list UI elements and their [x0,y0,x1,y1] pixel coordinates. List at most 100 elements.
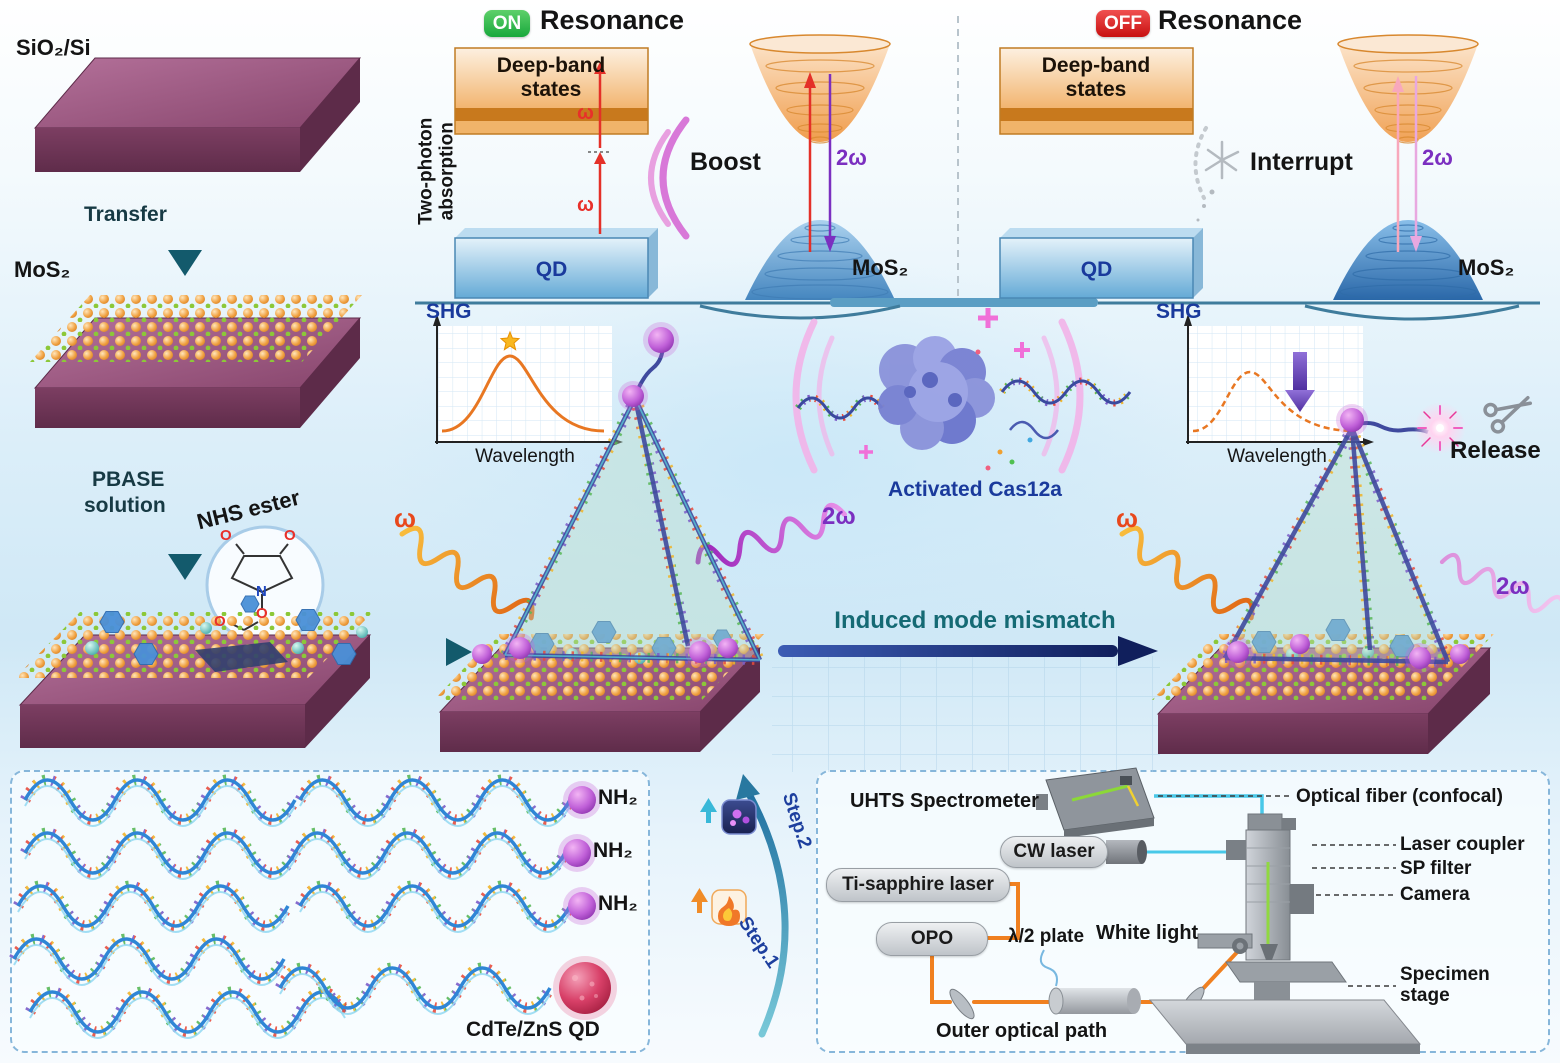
valence-dome-on [745,220,895,300]
callout-specimen-stage: Specimen stage [1400,964,1490,1007]
ti-laser-pill: Ti-sapphire laser [826,868,1010,902]
dna-tetrahedron-right [1220,404,1470,673]
atom-o-1: O [220,527,232,544]
uhts-label: UHTS Spectrometer [850,790,1039,812]
section-divider [415,16,1540,321]
callout-lines [1158,795,1396,987]
dna-strand [300,780,570,827]
outer-path-label: Outer optical path [936,1020,1108,1042]
deep-band-label-off: Deep-band states [1041,54,1151,101]
off-badge: OFF [1096,10,1150,37]
release-burst [1414,402,1466,454]
resonance-arrows-off [1392,76,1422,252]
qd-label-on: QD [535,258,568,281]
omega-right-label: ω [1116,503,1138,533]
two-photon-arrows [588,62,612,234]
pbase-label-line1: PBASE [92,468,165,491]
atom-n: N [256,583,267,600]
nh2-label-3: NH₂ [598,892,638,915]
nh2-label-2: NH₂ [593,839,633,862]
omega-left-label: ω [394,503,416,533]
mos2-slab-center [434,621,764,752]
qd-box-off [999,228,1203,299]
shg-graph-off [1184,314,1374,446]
cw-laser-pill: CW laser [1000,836,1108,868]
grid-floor [772,656,1160,772]
off-title: Resonance [1158,5,1303,35]
half-wave-plate [1039,949,1141,1015]
half-wave-label: λ/2 plate [1008,926,1085,947]
dna-strand [18,886,288,933]
interrupt-sparks [1193,126,1240,222]
mismatch-arrow [778,636,1158,666]
deep-band-box-off [999,47,1194,135]
shg-graph-on [433,314,623,446]
plus-icon [859,308,1030,459]
shg-title-right: SHG [1156,300,1202,323]
mismatch-label: Induced mode mismatch [834,607,1116,634]
pbase-arrow [168,448,202,580]
qd-box-on [454,228,658,299]
two-omega-off: 2ω [1422,145,1453,170]
flow-arrow-right [402,638,472,666]
nh2-label-1: NH₂ [598,786,638,809]
on-title: Resonance [540,5,685,35]
increase-arrow-icon [700,798,717,823]
atom-o-4: O [214,613,226,630]
mos2-slab [30,295,362,428]
dna-strand [30,992,345,1039]
dna-tetrahedron-center [472,322,765,667]
spectrometer-shape [1036,767,1155,838]
qd-icon [721,799,757,835]
deep-band-label-on: Deep-band states [496,54,606,101]
qd-sphere [472,322,738,667]
transfer-label: Transfer [84,203,167,226]
omega-upper-on: ω [577,102,594,124]
resonance-arrows-on [804,72,836,252]
cdte-qd-sphere [553,956,617,1020]
two-omega-left-label: 2ω [822,503,856,530]
boost-label: Boost [690,148,761,176]
atom-o-3: O [256,605,268,622]
dna-strand [25,780,295,827]
qd-sphere [558,781,601,925]
wavelength-label-left: Wavelength [475,446,575,467]
scissors-icon [1483,396,1533,434]
two-omega-on: 2ω [836,145,867,170]
release-label: Release [1450,437,1541,464]
microscope [1148,813,1422,1054]
pbase-label-line2: solution [84,494,166,517]
on-badge: ON [484,10,530,37]
white-light-label: White light [1096,922,1199,944]
dna-strand [295,833,565,880]
cdte-qd-label: CdTe/ZnS QD [466,1018,600,1041]
wavelength-label-right: Wavelength [1227,446,1327,467]
atom-o-2: O [284,527,296,544]
boost-arcs [648,116,690,240]
dna-strand [25,833,295,880]
valence-dome-off [1333,220,1483,300]
interrupt-label: Interrupt [1250,148,1353,176]
step-arrow [736,774,789,1038]
cw-laser-body [1106,840,1147,864]
cas12a-complex [792,308,1133,474]
functionalized-slab [15,595,373,748]
callout-optical-fiber: Optical fiber (confocal) [1296,786,1503,807]
dna-strand [795,377,1133,440]
substrate-slab [33,57,362,172]
qd-sphere [1223,404,1470,673]
tpa-label: Two-photon absorption [415,117,458,225]
conduction-cone-on [749,34,891,144]
dna-library-panel [10,770,650,1053]
callout-laser-coupler: Laser coupler [1400,834,1525,855]
shg-title-left: SHG [426,300,472,323]
substrate-label: SiO₂/Si [16,35,91,60]
callout-camera: Camera [1400,884,1470,905]
increase-arrow-icon [691,888,708,913]
mos2-label-on: MoS₂ [852,255,909,280]
dna-strand [300,886,570,933]
qd-label-off: QD [1080,258,1113,281]
conduction-cone-off [1337,34,1479,144]
